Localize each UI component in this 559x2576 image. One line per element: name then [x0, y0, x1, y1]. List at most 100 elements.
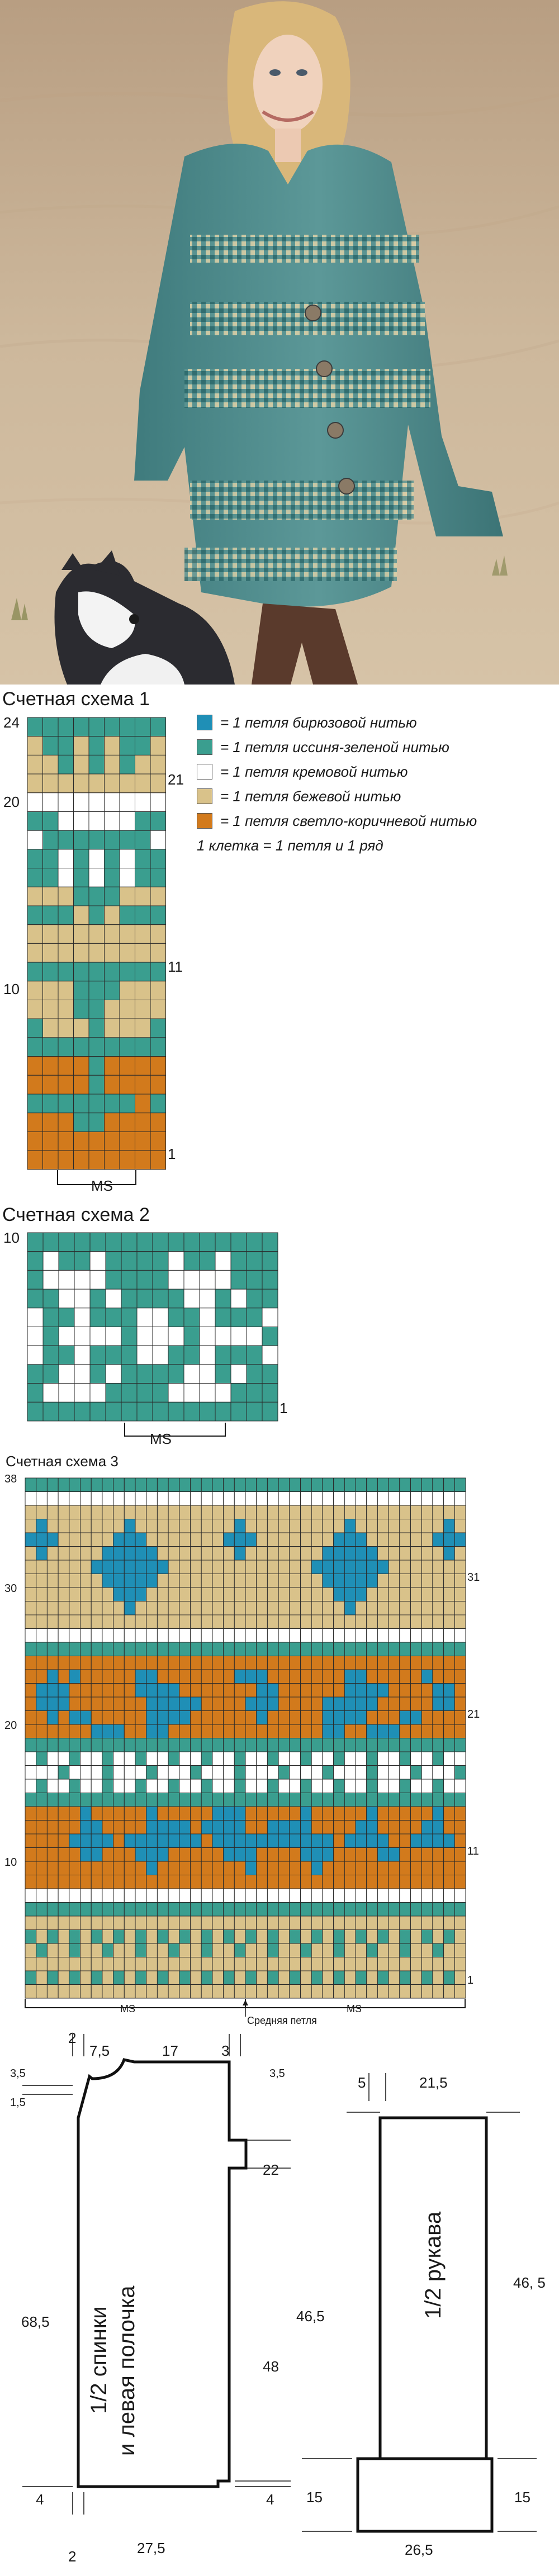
chart1-cell [42, 1056, 59, 1076]
chart3-cell [69, 1628, 81, 1643]
chart1-cell [88, 1056, 105, 1076]
chart3-cell [168, 1560, 180, 1574]
chart3-cell [157, 1738, 169, 1752]
chart3-cell [223, 1532, 235, 1547]
chart3-cell [212, 1875, 224, 1889]
chart3-cell [333, 1765, 345, 1780]
chart3-label-31: 31 [467, 1571, 480, 1584]
chart3-label-38: 38 [4, 1473, 17, 1485]
chart3-cell [256, 1943, 268, 1957]
chart3-cell [201, 1519, 213, 1533]
chart3-cell [366, 1833, 378, 1848]
chart3-cell [168, 1875, 180, 1889]
chart3-cell [157, 1601, 169, 1615]
chart3-cell [410, 1601, 422, 1615]
chart3-cell [377, 1628, 389, 1643]
chart3-cell [36, 1943, 48, 1957]
chart3-cell [278, 1628, 290, 1643]
chart3-cell [25, 1642, 37, 1656]
chart3-cell [333, 1491, 345, 1506]
chart3-cell [355, 1519, 367, 1533]
chart3-cell [135, 1724, 147, 1738]
chart3-cell [311, 1683, 323, 1698]
chart3-cell [124, 1710, 136, 1725]
chart3-cell [377, 1984, 389, 1999]
chart3-cell [69, 1751, 81, 1766]
chart1-cell [119, 924, 135, 944]
chart2-cell [136, 1383, 153, 1403]
chart3-cell [102, 1861, 114, 1875]
chart3-cell [278, 1970, 290, 1985]
chart3-cell [190, 1902, 202, 1917]
chart3-center-label: Средняя петля [247, 2015, 317, 2026]
chart2-cell [58, 1383, 75, 1403]
chart3-cell [256, 1683, 268, 1698]
chart3-cell [124, 1519, 136, 1533]
chart3-cell [135, 1546, 147, 1561]
chart3-cell [146, 1656, 158, 1670]
chart1-label-21: 21 [168, 771, 184, 788]
chart3-cell [91, 1793, 103, 1807]
chart3-cell [399, 1656, 411, 1670]
chart3-cell [245, 1833, 257, 1848]
chart3-cell [179, 1875, 191, 1889]
chart3-cell [410, 1929, 422, 1944]
chart3-cell [212, 1793, 224, 1807]
chart2-ms-bracket [124, 1423, 226, 1437]
chart3-cell [300, 1642, 312, 1656]
chart1-cell [135, 736, 151, 755]
chart3-cell [25, 1574, 37, 1588]
chart3-cell [46, 1875, 59, 1889]
chart3-cell [421, 1875, 433, 1889]
chart3-cell [355, 1614, 367, 1629]
chart2-cell [42, 1270, 59, 1290]
chart3-cell [124, 1902, 136, 1917]
chart3-cell [256, 1929, 268, 1944]
chart3-cell [333, 1793, 345, 1807]
chart2-cell [105, 1289, 122, 1309]
chart3-cell [421, 1614, 433, 1629]
chart3-cell [344, 1532, 356, 1547]
chart3-cell [333, 1710, 345, 1725]
chart3-cell [146, 1916, 158, 1930]
chart3-cell [300, 1888, 312, 1903]
chart3-cell [113, 1738, 125, 1752]
chart3-cell [223, 1793, 235, 1807]
chart3-cell [388, 1696, 400, 1711]
chart3-cell [234, 1806, 246, 1821]
chart3-cell [300, 1614, 312, 1629]
chart1-cell [42, 1113, 59, 1132]
chart3-cell [278, 1820, 290, 1834]
chart2-cell [215, 1401, 231, 1422]
chart3-cell [102, 1710, 114, 1725]
chart3-cell [223, 1820, 235, 1834]
chart3-cell [245, 1957, 257, 1971]
chart3-cell [256, 1696, 268, 1711]
chart3-cell [179, 1847, 191, 1862]
chart1-cell [73, 1075, 89, 1095]
chart1-cell [88, 962, 105, 982]
chart3-cell [135, 1793, 147, 1807]
chart3-cell [168, 1724, 180, 1738]
chart3-cell [157, 1779, 169, 1793]
chart3-cell [421, 1765, 433, 1780]
chart1-cell [119, 962, 135, 982]
chart3-cell [366, 1519, 378, 1533]
chart3-cell [223, 1806, 235, 1821]
chart1-cell [150, 1075, 166, 1095]
chart3-cell [91, 1861, 103, 1875]
chart3-cell [289, 1669, 301, 1684]
chart3-cell [113, 1943, 125, 1957]
chart3-cell [146, 1574, 158, 1588]
chart3-cell [124, 1820, 136, 1834]
chart3-cell [124, 1806, 136, 1821]
body-dim-top-3: 3 [221, 2042, 230, 2059]
chart3-cell [135, 1683, 147, 1698]
chart2-cell [168, 1345, 184, 1365]
chart3-cell [377, 1519, 389, 1533]
chart3-cell [322, 1614, 334, 1629]
chart3-cell [289, 1642, 301, 1656]
chart3-cell [58, 1984, 70, 1999]
chart3-cell [190, 1751, 202, 1766]
chart3-cell [399, 1888, 411, 1903]
